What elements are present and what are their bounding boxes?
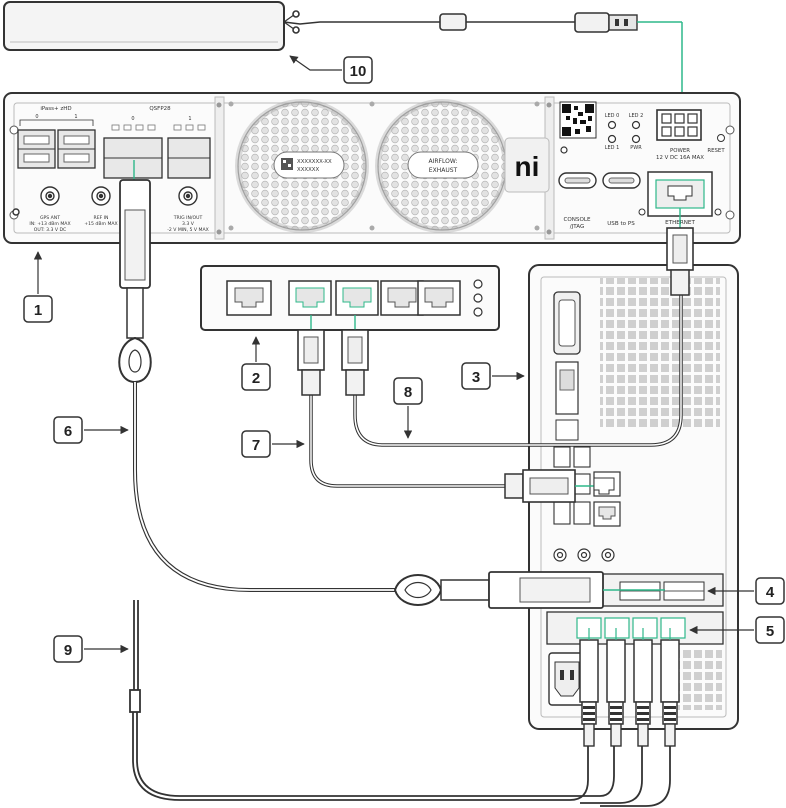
airflow-label-plate <box>407 151 479 179</box>
callout-5-label: 5 <box>766 623 774 640</box>
serial-label-plate <box>273 151 345 179</box>
callout-5: 5 <box>689 616 785 644</box>
callout-7-label: 7 <box>252 437 260 454</box>
trig-spec-2: -2 V MIN, 5 V MAX <box>167 227 209 233</box>
rj45-plug-device <box>666 208 694 296</box>
callout-10: 10 <box>289 55 373 84</box>
rj45-plug-pc <box>504 469 615 503</box>
gps-ant-spec-1: IN: +13 dBm MAX <box>29 221 70 227</box>
ipass-port-0-label: 0 <box>35 114 38 120</box>
callout-1: 1 <box>23 251 53 323</box>
led-1-label: LED 1 <box>605 145 620 151</box>
qsfp-cable <box>118 160 665 609</box>
ipass-label: iPass+ zHD <box>40 106 71 112</box>
ni-brand-text: ni <box>515 151 540 182</box>
callout-6-label: 6 <box>64 423 72 440</box>
rj45-plug-switch-1 <box>297 315 325 396</box>
ni-logo <box>504 137 550 193</box>
callout-6: 6 <box>53 416 129 444</box>
network-switch <box>200 265 500 331</box>
trig-spec-1: 3.3 V <box>182 221 195 227</box>
callout-2-label: 2 <box>252 370 260 387</box>
exhaust-label: EXHAUST <box>429 167 458 174</box>
gps-ant-label: GPS ANT <box>40 215 60 221</box>
ipass-ports <box>17 119 96 169</box>
callout-2: 2 <box>241 336 271 391</box>
callout-9: 9 <box>53 635 129 663</box>
callout-8: 8 <box>393 377 423 439</box>
fiber-connectors <box>579 628 680 747</box>
console-label: CONSOLE <box>563 217 591 223</box>
qsfp-label: QSFP28 <box>149 106 171 112</box>
callout-4: 4 <box>707 577 785 605</box>
led-2-label: LED 2 <box>629 113 644 119</box>
callout-4-label: 4 <box>766 584 775 601</box>
callout-8-label: 8 <box>404 384 412 401</box>
power-plug <box>574 12 683 110</box>
serial-number-2: XXXXXX <box>297 167 319 173</box>
callout-7: 7 <box>241 430 305 458</box>
callout-1-label: 1 <box>34 302 42 319</box>
status-leds <box>560 120 641 154</box>
led-0-label: LED 0 <box>605 113 620 119</box>
ref-in-spec: +15 dBm MAX <box>84 221 117 227</box>
power-supply <box>3 1 285 51</box>
callout-9-label: 9 <box>64 642 72 659</box>
usb-to-ps-label: USB to PS <box>607 221 635 227</box>
power-connector <box>656 109 725 142</box>
qsfp-port-1-label: 1 <box>188 116 191 122</box>
callout-3-label: 3 <box>472 369 480 386</box>
pwr-label: PWR <box>630 145 642 151</box>
ipass-port-1-label: 1 <box>74 114 77 120</box>
sma-connectors <box>12 186 198 216</box>
serial-number-1: XXXXXXX-XX <box>297 159 332 165</box>
qsfp-port-0-label: 0 <box>131 116 134 122</box>
qr-code <box>559 101 597 139</box>
power-spec: 12 V DC 16A MAX <box>656 155 704 161</box>
reset-label: RESET <box>707 148 725 154</box>
fiber-breakout-cable <box>129 600 671 807</box>
qsfp-ports <box>103 124 211 179</box>
callout-3: 3 <box>461 362 525 390</box>
power-cable <box>283 10 575 34</box>
usb-c-ports <box>558 172 641 189</box>
rj45-plug-switch-2 <box>341 315 369 396</box>
callout-10-label: 10 <box>350 63 367 80</box>
ref-in-label: REF IN <box>94 215 109 221</box>
trig-label: TRIG IN/OUT <box>173 215 203 221</box>
power-label: POWER <box>670 148 690 154</box>
jtag-label: /JTAG <box>570 224 585 230</box>
airflow-label: AIRFLOW: <box>429 158 458 165</box>
gps-ant-spec-2: OUT: 3.3 V DC <box>34 227 66 233</box>
